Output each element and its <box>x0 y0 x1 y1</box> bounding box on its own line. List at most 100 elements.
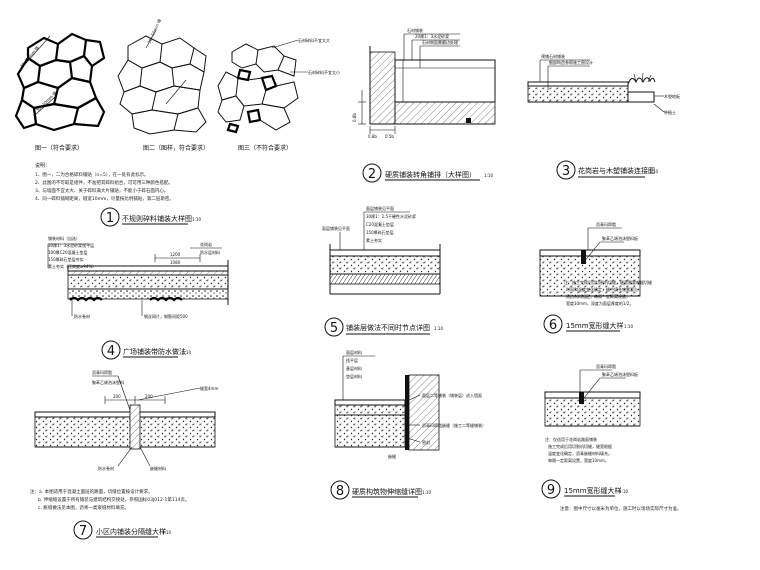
detail-1-fig2-stones <box>117 29 207 135</box>
detail-1-fig2-label: 图二（图样，符合要求） <box>143 144 209 152</box>
detail-8-label-3: 基层材料 <box>346 365 362 371</box>
detail-1-notes-title: 说明： <box>35 162 50 169</box>
detail-9-note-4: 每隔一定距离设置，宽度10mm。 <box>548 457 609 463</box>
detail-6: 沥青玛蹄脂 聚苯乙烯泡沫塑料板 注：施工完成后用切割机切缝，缝宽需要根据切缝 时… <box>539 221 652 334</box>
detail-8-label-c: 嵌缝 <box>388 453 396 459</box>
detail-7-label-d: 嵌缝材料 <box>150 465 166 471</box>
detail-7-number-circle <box>73 520 93 540</box>
detail-5-label-left: 面层铺装见平面 <box>322 225 350 231</box>
detail-1-fig3-label-b: 石材碎料不宜太小 <box>308 69 340 75</box>
detail-4-number: 4 <box>107 344 115 359</box>
detail-5: 面层铺装见平面 30厚1：2.5干硬性水泥砂浆 C20混凝土垫层 150厚碎石垫… <box>322 205 443 337</box>
detail-9-number: 9 <box>547 483 555 498</box>
detail-2-caption: 硬质铺装转角铺排（大样图） <box>385 170 476 179</box>
detail-7-note-3: c. 胀缝做法见本图，沥青一类嵌缝材料填充。 <box>38 504 129 511</box>
detail-9-number-circle <box>541 479 561 499</box>
detail-4-label-1: 铺装材料（自选） <box>48 235 80 241</box>
detail-3-label-c: 木塑地板 <box>664 93 680 99</box>
detail-2-dim-c: 0.5b <box>385 134 394 139</box>
detail-7-number: 7 <box>79 524 87 539</box>
detail-1-note-3: 3、与墙面不宜太大、关于碎料满大片铺贴，不能小于碎石面内心。 <box>35 187 168 194</box>
detail-6-label-b: 聚苯乙烯泡沫塑料板 <box>602 235 638 241</box>
detail-3-number: 3 <box>562 164 570 179</box>
detail-4-dim-b: 1080 <box>170 260 181 265</box>
detail-4-label-right2: 防水层材料 <box>200 249 220 255</box>
detail-3-number-circle <box>556 160 576 180</box>
detail-3-label-a: 预铺石材铺装 <box>541 53 565 59</box>
detail-8-number: 8 <box>336 484 344 499</box>
detail-7-dim-a: 200 <box>113 394 121 399</box>
detail-2-number-circle <box>362 163 382 183</box>
detail-5-label-3: C20混凝土垫层 <box>366 221 394 227</box>
detail-7-label-a: 沥青玛蹄脂 <box>92 369 112 375</box>
detail-1-fig1-label: 图一（符合要求） <box>35 144 83 152</box>
detail-2-label-a: 石材铺装 <box>407 27 423 33</box>
detail-8-label-1: 面层材料 <box>346 349 362 355</box>
detail-7-label-b: 聚苯乙烯泡沫塑料 <box>92 379 124 385</box>
detail-5-label-2: 30厚1：2.5干硬性水泥砂浆 <box>366 213 416 219</box>
detail-4-label-5: 素土夯实（压实度≥94%） <box>48 263 96 269</box>
detail-7-label-c: 防水卷材 <box>98 465 114 471</box>
detail-6-label-a: 沥青玛蹄脂 <box>596 221 616 227</box>
detail-2: 石材铺装 20厚1：3水泥砂浆 石材侧面需磨边处理 0.8b 0.8b 0.5b… <box>352 27 496 183</box>
detail-2-label-c: 石材侧面需磨边处理 <box>422 39 458 45</box>
detail-4-scale: 1:10 <box>182 350 191 355</box>
detail-9-note-1: 注：仅适用于花岗岩路面铺装 <box>545 436 597 442</box>
detail-5-label-5: 素土夯实 <box>366 237 382 243</box>
detail-7-dim-c: 缝宽4mm <box>200 385 218 391</box>
detail-5-label-1: 面层铺装见平面 <box>366 205 394 211</box>
detail-5-number-circle <box>324 317 344 337</box>
detail-9-label-b: 聚苯乙烯泡沫塑料板 <box>602 371 638 377</box>
detail-6-note-2: 时间和温度变化确定，缝中填充物需要与 <box>566 286 638 292</box>
detail-9: 沥青玛蹄脂 聚苯乙烯泡沫塑料板 注：仅适用于花岗岩路面铺装 施工完成后用切割机切… <box>541 363 641 499</box>
detail-1-caption: 不规则碎料铺装大样图 <box>122 214 192 223</box>
detail-5-number: 5 <box>330 321 338 336</box>
detail-6-scale: 1:10 <box>624 324 633 329</box>
detail-2-dim-b: 0.8b <box>368 134 377 139</box>
detail-8-caption: 硬质构筑物伸缩缝详图 <box>352 487 422 496</box>
detail-8-scale: 1:10 <box>422 490 431 495</box>
detail-2-number: 2 <box>368 167 376 182</box>
detail-8-number-circle <box>330 480 350 500</box>
detail-1-fig3-label-a: 石材碎料不宜太大 <box>298 37 330 43</box>
detail-5-label-4: 150厚碎石垫层 <box>366 229 394 235</box>
detail-3-scale: 1:10 <box>649 169 658 174</box>
detail-7-caption: 小区内铺装分隔缝大样 <box>96 527 166 536</box>
detail-7-dim-b: 200 <box>145 394 153 399</box>
detail-8-label-a: 面层二等铺装（铺装层）进入墙面 <box>422 392 482 398</box>
detail-1-number: 1 <box>106 211 114 226</box>
detail-7-note-1: 注：a. 本图适用于混凝土面层的路面，切缝位置按设计要求。 <box>30 488 153 495</box>
detail-6-note-3: 周边材料相配，每隔一定距离设缝， <box>566 293 630 299</box>
detail-1-fig3-stones <box>217 39 308 134</box>
detail-1-note-1: 1、图一，二为合格碎料铺贴（n=5），在一处有此标示。 <box>35 171 149 178</box>
detail-4-label-bottom-a: 防水卷材 <box>74 313 90 319</box>
detail-8-label-d: 密封 <box>422 439 430 445</box>
detail-4-caption: 广场铺装带防水做法 <box>123 347 186 356</box>
detail-8-label-4: 垫层材料 <box>346 373 362 379</box>
detail-8-label-2: 找平层 <box>346 357 358 363</box>
detail-7: 200 200 缝宽4mm 沥青玛蹄脂 聚苯乙烯泡沫塑料 防水卷材 嵌缝材料 注… <box>30 369 218 540</box>
detail-4-label-bottom-b: 钢丝网片，钢筋间距500 <box>144 313 188 319</box>
detail-8-label-b: 沥青玛蹄脂嵌缝（施工二等缝铺装） <box>422 422 486 428</box>
detail-6-caption: 15mm宽形缝大样 <box>566 321 624 330</box>
detail-9-note-2: 施工完成后用切割机切缝，缝宽根据 <box>548 443 612 449</box>
detail-1-fig1-stones <box>14 32 106 132</box>
detail-9-label-a: 沥青玛蹄脂 <box>596 363 616 369</box>
detail-1-fig3-label: 图三（不符合要求） <box>238 144 292 152</box>
detail-4-number-circle <box>101 340 121 360</box>
detail-5-caption: 铺装层做法不同时节点详图 <box>346 323 430 332</box>
detail-4-dim-a: 1200 <box>170 252 181 257</box>
detail-1-note-4: 4、同一碎料铺砌距离，缝宽10mm，尽量按比例铺贴，第二层斯密。 <box>35 195 174 202</box>
footer-note: 注意：图中尺寸以毫米为单位，施工时以现场实际尺寸为准。 <box>560 505 682 512</box>
detail-6-note-4: 宽度10mm，深度为面层厚度的1/2。 <box>566 300 633 306</box>
detail-6-number-circle <box>543 314 563 334</box>
detail-4: 1200 1080 铺装材料（自选） 30厚1：3水泥砂浆找平层 100厚C20… <box>47 235 229 360</box>
detail-9-scale: 1:10 <box>619 489 628 494</box>
detail-1-scale: 1:10 <box>192 217 201 222</box>
detail-3-label-d: 种植土 <box>664 109 676 115</box>
detail-4-label-2: 30厚1：3水泥砂浆找平层 <box>48 242 94 248</box>
detail-7-scale: 1:10 <box>162 530 171 535</box>
detail-2-dim-a: 0.8b <box>352 113 357 122</box>
detail-5-scale: 1:10 <box>434 326 443 331</box>
